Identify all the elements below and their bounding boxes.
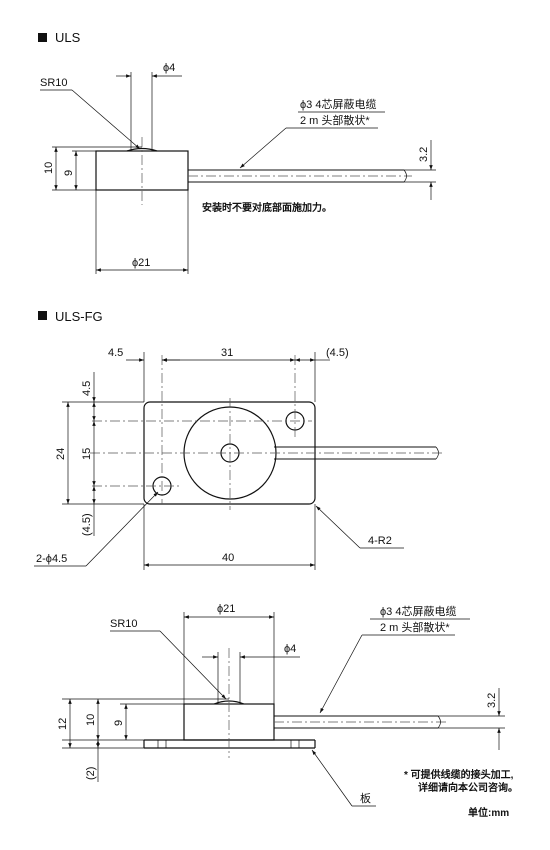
uls-mount-note: 安装时不要对底部面施加力。: [202, 201, 332, 214]
uls-cable-label-2: 2 m 头部散状*: [300, 113, 370, 127]
ulsfg-dim-4-5-top-label: 4.5: [81, 381, 93, 396]
ulsfg-phi21-label: ϕ21: [217, 603, 235, 615]
ulsfg-dim-24-label: 24: [55, 448, 67, 460]
ulsfg-cable-label-1: ϕ3 4芯屏蔽电缆: [380, 604, 456, 618]
ulsfg-plan-view: 4.5 31 (4.5) 24 4.5 15 (4.5) 40: [34, 347, 444, 570]
ulsfg-hole-leader: [85, 491, 159, 567]
ulsfg-plate-leader: [311, 749, 353, 807]
uls-dim-3-2-label: 3.2: [418, 147, 430, 162]
ulsfg-side-dome: [213, 700, 245, 705]
ulsfg-dim-4-5-right-label: (4.5): [326, 347, 349, 359]
ulsfg-dim-4-5-bottom-label: (4.5): [81, 513, 93, 536]
footnote-line-1: * 可提供线缆的接头加工,: [404, 768, 514, 781]
ulsfg-dim-3-2-label: 3.2: [486, 693, 498, 708]
uls-cable-break: [403, 169, 407, 183]
uls-sr10-label: SR10: [40, 77, 68, 89]
uls-dim-10-label: 10: [43, 162, 55, 174]
uls-cable-leader: [239, 127, 287, 169]
section-bullet: [38, 311, 47, 320]
ulsfg-dim-40-label: 40: [222, 552, 234, 564]
uls-cable-label-1: ϕ3 4芯屏蔽电缆: [300, 97, 376, 111]
ulsfg-plate-label: 板: [360, 791, 371, 805]
ulsfg-dim-15-label: 15: [81, 448, 93, 460]
ulsfg-cable-leader: [319, 634, 363, 714]
uls-dim-9-label: 9: [63, 170, 75, 176]
ulsfg-dim-2-label: (2): [85, 767, 97, 780]
ulsfg-side-cable-break: [437, 715, 441, 729]
section-title-ulsfg: ULS-FG: [55, 309, 103, 324]
unit-label: 单位:mm: [468, 806, 509, 819]
ulsfg-dim-31-label: 31: [221, 347, 233, 359]
ulsfg-hole-label: 2-ϕ4.5: [36, 553, 67, 565]
ulsfg-section: ULS-FG 4.5 31: [34, 309, 518, 819]
section-title-uls: ULS: [55, 30, 81, 45]
footnote-line-2: 详细请向本公司咨询。: [418, 781, 518, 794]
ulsfg-dim-9-label: 9: [113, 720, 125, 726]
uls-dome: [126, 147, 158, 152]
ulsfg-dim-10-label: 10: [85, 714, 97, 726]
ulsfg-corner-leader: [315, 505, 361, 549]
section-bullet: [38, 33, 47, 42]
uls-phi4-label: ϕ4: [163, 62, 175, 74]
ulsfg-corner-label: 4-R2: [368, 535, 392, 547]
uls-phi21-label: ϕ21: [132, 257, 150, 269]
uls-section: ULS ϕ4 SR10 ϕ3 4芯屏蔽电缆 2 m 头部散状*: [38, 30, 436, 274]
ulsfg-side-view: ϕ21 ϕ4 SR10 ϕ3 4芯屏蔽电缆 2 m 头部散状* 12: [57, 603, 505, 807]
ulsfg-sr10-label: SR10: [110, 618, 138, 630]
uls-sr10-leader: [71, 89, 141, 150]
ulsfg-cable-label-2: 2 m 头部散状*: [380, 620, 450, 634]
ulsfg-dim-12-label: 12: [57, 718, 69, 730]
ulsfg-phi4-label: ϕ4: [284, 643, 296, 655]
ulsfg-sr10-leader: [159, 630, 227, 700]
ulsfg-dim-4-5-left-label: 4.5: [108, 347, 123, 359]
